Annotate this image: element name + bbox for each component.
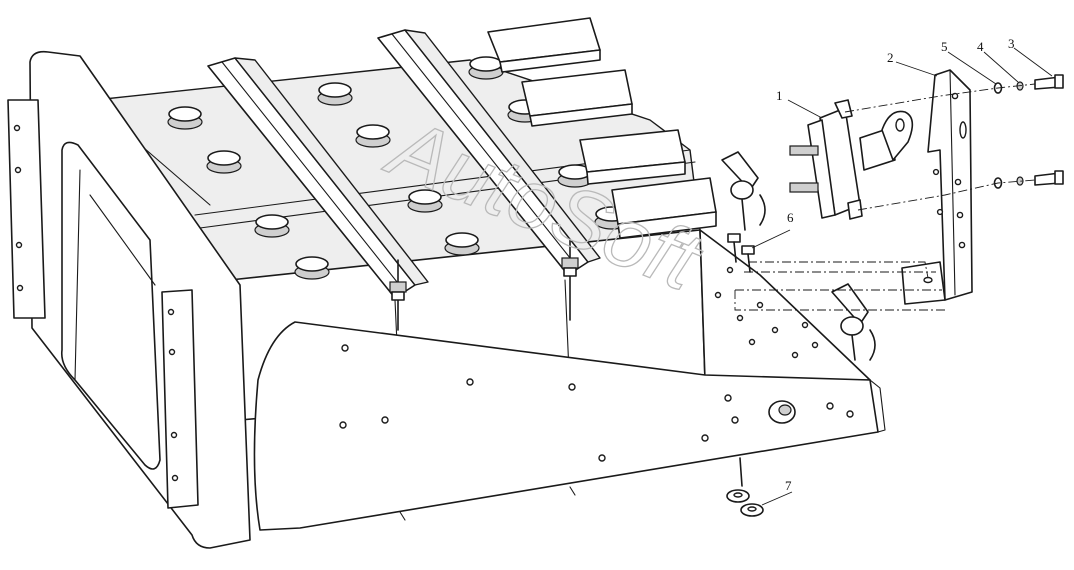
hold-down-rail-right <box>377 29 601 321</box>
terminal-post <box>254 214 290 238</box>
terminal-post <box>557 164 593 188</box>
tray-floor-holes <box>714 266 819 359</box>
frame-left-window <box>60 141 161 470</box>
switch-studs <box>789 145 819 193</box>
battery-block <box>94 17 717 421</box>
fastener-set-upper <box>993 74 1064 94</box>
cable-clamp-lower <box>831 283 876 361</box>
side-plate-holes <box>339 344 854 462</box>
cable-clamps <box>721 151 876 361</box>
callout-labels: 1 2 3 4 5 6 7 <box>776 36 1015 493</box>
terminal-post <box>317 82 353 106</box>
battery-switch <box>789 99 914 220</box>
terminal-post <box>444 232 480 256</box>
hold-down-rail-left <box>207 57 429 331</box>
hold-down-rails <box>207 29 601 331</box>
battery-terminals <box>167 56 630 280</box>
leader-lines <box>751 47 1053 506</box>
tray-nuts <box>726 457 764 517</box>
callout-1: 1 <box>776 88 783 103</box>
mounting-plate-right <box>161 289 199 509</box>
callout-5: 5 <box>941 39 948 54</box>
terminal-post <box>206 150 242 174</box>
battery-frame <box>7 50 886 549</box>
terminal-post <box>167 106 203 130</box>
tray-bolts <box>727 233 755 273</box>
tray-side-plate <box>253 321 879 531</box>
callout-6: 6 <box>787 210 794 225</box>
cable-clamp-upper <box>721 151 766 231</box>
terminal-post <box>355 124 391 148</box>
fastener-set-lower <box>993 170 1064 189</box>
callout-7: 7 <box>785 478 792 493</box>
bracket-holes <box>923 92 967 284</box>
switch-bracket <box>901 69 973 305</box>
switch-key <box>881 110 914 161</box>
terminal-covers <box>487 17 717 239</box>
terminal-post <box>407 189 443 213</box>
callout-2: 2 <box>887 50 894 65</box>
spring-washer <box>1016 176 1024 186</box>
callout-3: 3 <box>1008 36 1015 51</box>
mounting-plate-left <box>7 99 46 319</box>
terminal-post <box>468 56 504 80</box>
callout-4: 4 <box>977 39 984 54</box>
assembly-lines <box>734 83 1036 311</box>
terminal-post <box>294 256 330 280</box>
